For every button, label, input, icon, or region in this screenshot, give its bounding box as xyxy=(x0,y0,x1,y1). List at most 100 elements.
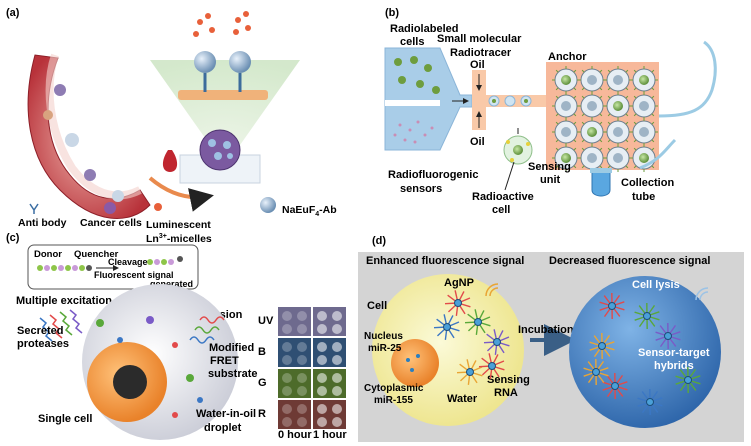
anchor-well xyxy=(630,66,658,94)
legend-naeuf: NaEuF4-Ab xyxy=(260,197,337,218)
anchor-well xyxy=(552,118,580,146)
smallmol-line2: Radiotracer xyxy=(450,47,512,59)
emission-dots xyxy=(193,11,251,37)
anchor-well xyxy=(578,144,606,172)
emission-waves xyxy=(189,316,225,344)
yellow-droplet xyxy=(372,274,524,426)
channel-label: B xyxy=(258,346,266,358)
transfer-arrow xyxy=(148,176,214,212)
channel-label: UV xyxy=(258,315,274,327)
decreased-label: Decreased fluorescence signal xyxy=(549,255,710,267)
fret-beads xyxy=(37,256,183,271)
collection-tube xyxy=(590,168,612,197)
agnp-probe xyxy=(675,366,701,394)
collection-line1: Collection xyxy=(621,177,674,189)
incubation-label: Incubation xyxy=(518,324,574,336)
radiofluoro-line1: Radiofluorogenic xyxy=(388,169,478,181)
agnp-probes-left xyxy=(433,290,510,385)
anchor-well xyxy=(630,118,658,146)
lysis-label: Cell lysis xyxy=(632,279,680,291)
legend-cancer: Cancer cells xyxy=(80,202,142,229)
modified-line1: Modified xyxy=(209,342,254,354)
anchor-label: Anchor xyxy=(548,51,587,63)
sensing-line2: unit xyxy=(540,174,560,186)
svg-text:Ln3+-micelles: Ln3+-micelles xyxy=(146,233,212,245)
sensing-rna-line2: RNA xyxy=(494,387,518,399)
agnp-probe xyxy=(456,359,483,385)
quencher-label: Quencher xyxy=(74,249,119,260)
captured-cancer-cell xyxy=(199,129,241,171)
agnp-probe xyxy=(599,292,625,320)
modified-line2: FRET xyxy=(210,355,239,367)
blood-drop xyxy=(162,150,178,172)
enhanced-label: Enhanced fluorescence signal xyxy=(366,255,524,267)
anchor-well xyxy=(604,144,632,172)
legend-lum-sup: 3+ xyxy=(159,233,167,240)
fluor-line2: generated xyxy=(150,279,193,289)
panel-a: (a) xyxy=(6,7,337,245)
anchor-well xyxy=(604,66,632,94)
smallmol-line1: Small molecular xyxy=(437,33,522,45)
cell-membrane xyxy=(178,90,268,100)
hybrids-line2: hybrids xyxy=(654,360,694,372)
blood-cell xyxy=(112,190,124,202)
agnp-probe xyxy=(583,358,609,386)
cyto-line1: Cytoplasmic xyxy=(364,383,424,394)
agnp-probes-right xyxy=(583,292,701,416)
anchor-well xyxy=(604,118,632,146)
blood-cell xyxy=(65,133,79,147)
sensing-rna-line1: Sensing xyxy=(487,374,530,386)
cell-label: Cell xyxy=(367,300,387,312)
micelle-icon xyxy=(154,203,162,211)
cleavage-label: Cleavage xyxy=(108,257,148,267)
single-cell-label: Single cell xyxy=(38,413,92,425)
water-oil-line2: droplet xyxy=(204,422,242,434)
legend-cancer-label: Cancer cells xyxy=(80,217,142,229)
anchor-well xyxy=(552,92,580,120)
legend-lum-ln: Ln xyxy=(146,233,159,245)
oil-top: Oil xyxy=(470,59,485,71)
anchor-well xyxy=(552,144,580,172)
oil-bottom: Oil xyxy=(470,136,485,148)
anchor-well xyxy=(578,66,606,94)
panel-b: (b) Radiolabeled cells Small molecular R… xyxy=(384,7,717,216)
channel-tile xyxy=(278,400,311,429)
agnp-probe xyxy=(433,314,460,340)
antibody-icon xyxy=(29,203,39,214)
agnp-probe xyxy=(483,329,510,355)
cancer-cell xyxy=(84,169,96,181)
anchor-well xyxy=(630,92,658,120)
agnp-probe xyxy=(478,353,505,379)
fluor-line1: Fluorescent signal xyxy=(94,270,174,280)
radioactive-line2: cell xyxy=(492,204,510,216)
svg-text:NaEuF4-Ab: NaEuF4-Ab xyxy=(282,204,337,218)
nucleus-line1: Nucleus xyxy=(364,331,403,342)
radiofluoro-line2: sensors xyxy=(400,183,442,195)
mirna-dots xyxy=(406,354,420,372)
donor-label: Donor xyxy=(34,249,62,260)
agnp-probe xyxy=(589,332,615,360)
panel-a-tag: (a) xyxy=(6,7,20,19)
panel-c: (c) Donor Quencher Cleavage Fluorescent … xyxy=(6,232,347,441)
anchor-well xyxy=(604,92,632,120)
agnp-probe xyxy=(655,322,681,350)
time-0: 0 hour xyxy=(278,429,312,441)
legend-antibody: Anti body xyxy=(18,203,67,229)
collection-line2: tube xyxy=(632,191,655,203)
cancer-cell-icon xyxy=(104,202,116,214)
signal-icon xyxy=(485,283,499,297)
agnp-probe xyxy=(444,290,471,316)
cell-body xyxy=(391,339,439,387)
oil-channel xyxy=(472,70,486,130)
agnp-probe xyxy=(637,388,663,416)
time-1: 1 hour xyxy=(313,429,347,441)
magnification-cone xyxy=(150,60,300,145)
blood-vessel xyxy=(27,54,151,219)
secreted-line2: proteases xyxy=(17,338,69,350)
legend-naeuf-a: NaEuF xyxy=(282,204,316,216)
channel-tile xyxy=(278,369,311,398)
cyto-line2: miR-155 xyxy=(374,395,413,406)
blood-cell xyxy=(43,110,53,120)
protease-shapes xyxy=(96,316,203,418)
